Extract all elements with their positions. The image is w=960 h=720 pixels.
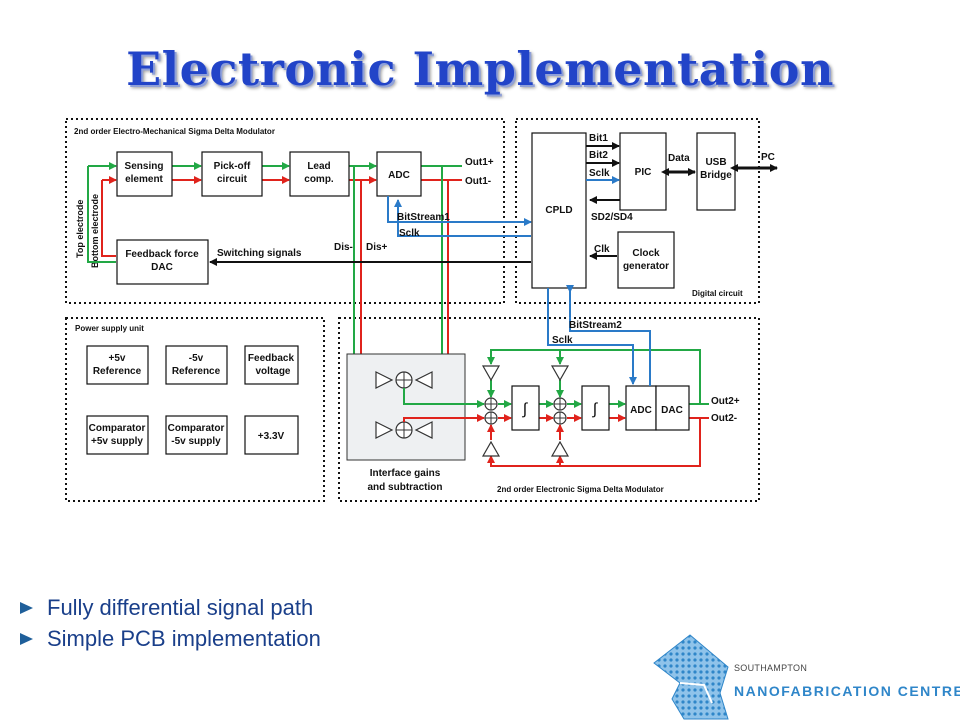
disp-label: Dis+ bbox=[366, 242, 388, 253]
pickoff-block bbox=[201, 151, 263, 197]
logo-top-text: SOUTHAMPTON bbox=[734, 663, 808, 673]
logo-main-text: NANOFABRICATION CENTRE bbox=[734, 683, 960, 699]
cpld-block bbox=[531, 132, 587, 289]
em-modulator-frame bbox=[65, 118, 505, 304]
integrator1-block bbox=[511, 385, 540, 431]
out2m-label: Out2- bbox=[711, 413, 737, 424]
comparator-minus5-label: Comparator-5v supply bbox=[168, 423, 225, 447]
clock-generator-block bbox=[617, 231, 675, 289]
pc-label: PC bbox=[761, 152, 775, 163]
ref-plus5-block bbox=[86, 345, 149, 385]
out1m-label: Out1- bbox=[465, 176, 491, 187]
cpld-label: CPLD bbox=[545, 205, 572, 216]
bit1-label: Bit1 bbox=[589, 133, 608, 144]
electronic-label: 2nd order Electronic Sigma Delta Modulat… bbox=[497, 485, 664, 494]
sclk1-label: Sclk bbox=[399, 228, 420, 239]
sclk2-label: Sclk bbox=[589, 168, 610, 179]
digital-label: Digital circuit bbox=[692, 289, 743, 298]
sensing-element-block bbox=[116, 151, 173, 197]
top-electrode-label: Top electrode bbox=[75, 200, 85, 258]
bullet-text: Fully differential signal path bbox=[47, 594, 314, 620]
integrator2-block bbox=[581, 385, 610, 431]
sd-label: SD2/SD4 bbox=[591, 212, 633, 223]
clk-label: Clk bbox=[594, 244, 610, 255]
v33-block bbox=[244, 415, 299, 455]
bottom-electrode-label: Bottom electrode bbox=[90, 194, 100, 268]
slide-title: Electronic Implementation bbox=[126, 42, 834, 96]
dac2-label: DAC bbox=[661, 405, 683, 416]
dism-label: Dis- bbox=[334, 242, 353, 253]
pic-label: PIC bbox=[635, 167, 652, 178]
bullet-item: Simple PCB implementation bbox=[20, 623, 321, 654]
bullet-text: Simple PCB implementation bbox=[47, 625, 321, 651]
bitstream1-label: BitStream1 bbox=[397, 212, 450, 223]
v33-label: +3.3V bbox=[258, 431, 285, 442]
power-label: Power supply unit bbox=[75, 324, 144, 333]
out1p-label: Out1+ bbox=[465, 157, 494, 168]
usb-bridge-block bbox=[696, 132, 736, 211]
adc2-block bbox=[625, 385, 657, 431]
switching-label: Switching signals bbox=[217, 248, 302, 259]
sclk3-label: Sclk bbox=[552, 335, 573, 346]
logo-icon bbox=[653, 634, 729, 720]
bitstream2-label: BitStream2 bbox=[569, 320, 622, 331]
digital-frame bbox=[515, 118, 760, 304]
dac2-block bbox=[655, 385, 690, 431]
adc1-label: ADC bbox=[388, 170, 410, 181]
integrator2-label: ∫ bbox=[592, 401, 599, 418]
integrator1-label: ∫ bbox=[522, 401, 529, 418]
bit2-label: Bit2 bbox=[589, 150, 608, 161]
adc1-block bbox=[376, 151, 422, 197]
bullet-arrow-icon bbox=[20, 601, 33, 614]
out2p-label: Out2+ bbox=[711, 396, 740, 407]
interface-box bbox=[346, 353, 466, 461]
pic-block bbox=[619, 132, 667, 211]
em-modulator-label: 2nd order Electro-Mechanical Sigma Delta… bbox=[74, 127, 275, 136]
adc2-label: ADC bbox=[630, 405, 652, 416]
power-blocks bbox=[86, 345, 299, 455]
comparator-minus5-block bbox=[165, 415, 228, 455]
ref-minus5-block bbox=[165, 345, 228, 385]
data-label: Data bbox=[668, 153, 690, 164]
power-frame bbox=[65, 317, 325, 502]
bullet-list: Fully differential signal path Simple PC… bbox=[20, 592, 321, 654]
bullet-item: Fully differential signal path bbox=[20, 592, 321, 623]
comparator-plus5-block bbox=[86, 415, 149, 455]
feedback-dac-block bbox=[116, 239, 209, 285]
comparator-plus5-label: Comparator+5v supply bbox=[89, 423, 146, 447]
lead-comp-block bbox=[289, 151, 350, 197]
feedback-voltage-block bbox=[244, 345, 299, 385]
bullet-arrow-icon bbox=[20, 632, 33, 645]
